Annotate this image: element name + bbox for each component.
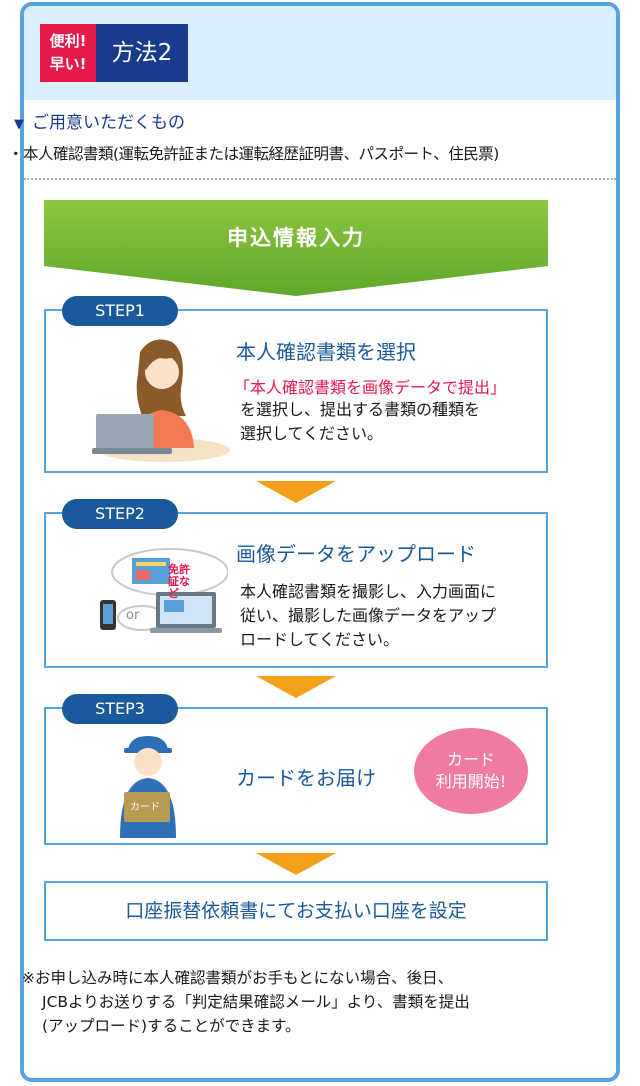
- step2-line2: 従い、撮影した画像データをアップ: [240, 606, 497, 625]
- woman-laptop-illustration: [92, 339, 230, 462]
- down-arrow-icon: [256, 676, 336, 698]
- step1-highlight: 「本人確認書類を画像データで提出」: [234, 378, 507, 397]
- prep-item: ・本人確認書類(運転免許証または運転経歴証明書、パスポート、住民票): [8, 145, 499, 163]
- license-bubble-text: 免許証など: [168, 563, 190, 600]
- phone-laptop-illustration: [100, 548, 228, 633]
- step2-line1: 本人確認書類を撮影し、入力画面に: [240, 582, 497, 601]
- step3-title: カードをお届け: [236, 766, 376, 790]
- down-arrow-icon: [256, 853, 336, 875]
- step2-label: STEP2: [62, 499, 178, 529]
- step1-title: 本人確認書類を選択: [236, 340, 416, 364]
- step2-line3: ロードしてください。: [240, 630, 400, 649]
- delivery-person-illustration: [120, 736, 176, 838]
- card-label: カード: [130, 802, 160, 813]
- step2-title: 画像データをアップロード: [236, 542, 476, 566]
- card-activation-badge: カード 利用開始!: [414, 728, 528, 814]
- step1-label: STEP1: [62, 296, 178, 326]
- step1-line1: を選択し、提出する書類の種類を: [240, 400, 481, 419]
- or-label: or: [126, 608, 140, 623]
- method-title: 方法2: [96, 24, 188, 82]
- dotted-divider: [24, 178, 616, 180]
- payment-account-setup: 口座振替依頼書にてお支払い口座を設定: [44, 881, 548, 941]
- triangle-down-icon: ▼: [14, 117, 24, 132]
- step3-label: STEP3: [62, 694, 178, 724]
- down-arrow-icon: [256, 481, 336, 503]
- application-banner: [44, 200, 548, 296]
- footnote: ※お申し込み時に本人確認書類がお手もとにない場合、後日、 JCBよりお送りする「…: [22, 969, 470, 1035]
- step1-box: [44, 309, 548, 473]
- panel-header: 便利! 早い! 方法2: [24, 6, 616, 100]
- prep-title: ▼ご用意いただくもの: [14, 113, 185, 133]
- convenient-fast-badge: 便利! 早い!: [40, 24, 96, 82]
- banner-title: 申込情報入力: [227, 226, 365, 250]
- step2-box: [44, 512, 548, 668]
- step1-line2: 選択してください。: [240, 424, 384, 443]
